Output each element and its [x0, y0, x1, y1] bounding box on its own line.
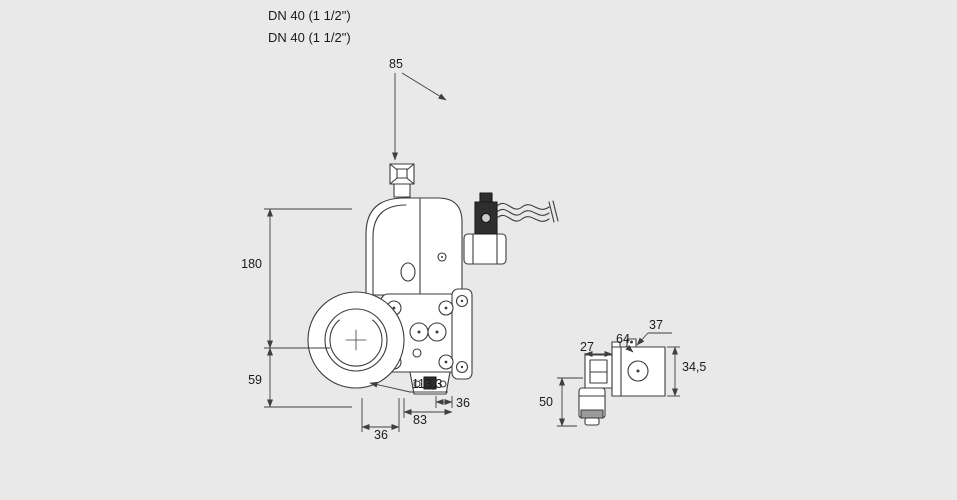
dim-64: 64 — [616, 332, 634, 353]
dim-50: 50 — [539, 377, 583, 427]
dim-36-right-label: 36 — [456, 396, 470, 410]
outlet-flange — [451, 288, 473, 380]
detail-coil — [578, 387, 606, 426]
main-valve-drawing — [307, 163, 559, 395]
dim-37-label: 37 — [649, 318, 663, 332]
dim-113-3: 113,3 — [369, 377, 448, 393]
bottom-fitting — [409, 371, 451, 395]
dim-27-label: 27 — [580, 340, 594, 354]
dim-83-label: 83 — [413, 413, 427, 427]
header-labels: DN 40 (1 1/2") DN 40 (1 1/2") — [268, 8, 351, 45]
detail-drawing — [578, 338, 666, 426]
solenoid-coil — [463, 192, 507, 265]
main-dimensions: 85 180 59 113,3 — [241, 57, 470, 442]
dim-64-label: 64 — [616, 332, 630, 346]
dim-83: 83 — [403, 398, 453, 427]
detail-connector — [584, 354, 613, 389]
dim-37: 37 — [636, 318, 672, 346]
dim-180: 180 — [241, 208, 352, 349]
cable — [496, 200, 559, 223]
dim-85-label: 85 — [389, 57, 403, 71]
dn-size-label-2: DN 40 (1 1/2") — [268, 30, 351, 45]
spindle-cap — [389, 163, 415, 198]
dim-36-bottom: 36 — [361, 398, 400, 442]
dim-113-3-label: 113,3 — [412, 377, 442, 391]
actuator-housing — [365, 197, 463, 296]
detail-valve-block — [611, 338, 666, 397]
dim-59-label: 59 — [248, 373, 262, 387]
dn-size-label-1: DN 40 (1 1/2") — [268, 8, 351, 23]
dim-34-5-label: 34,5 — [682, 360, 706, 374]
dim-50-label: 50 — [539, 395, 553, 409]
dim-180-label: 180 — [241, 257, 262, 271]
dim-34-5: 34,5 — [667, 346, 706, 397]
dim-59: 59 — [248, 347, 352, 408]
detail-dimensions: 37 64 27 34,5 — [539, 318, 706, 427]
connector-screw — [480, 212, 492, 224]
dim-36-bottom-label: 36 — [374, 428, 388, 442]
inlet-flange — [307, 291, 405, 389]
dim-36-right: 36 — [435, 396, 470, 410]
dim-27: 27 — [580, 340, 613, 357]
dim-85: 85 — [389, 57, 447, 161]
